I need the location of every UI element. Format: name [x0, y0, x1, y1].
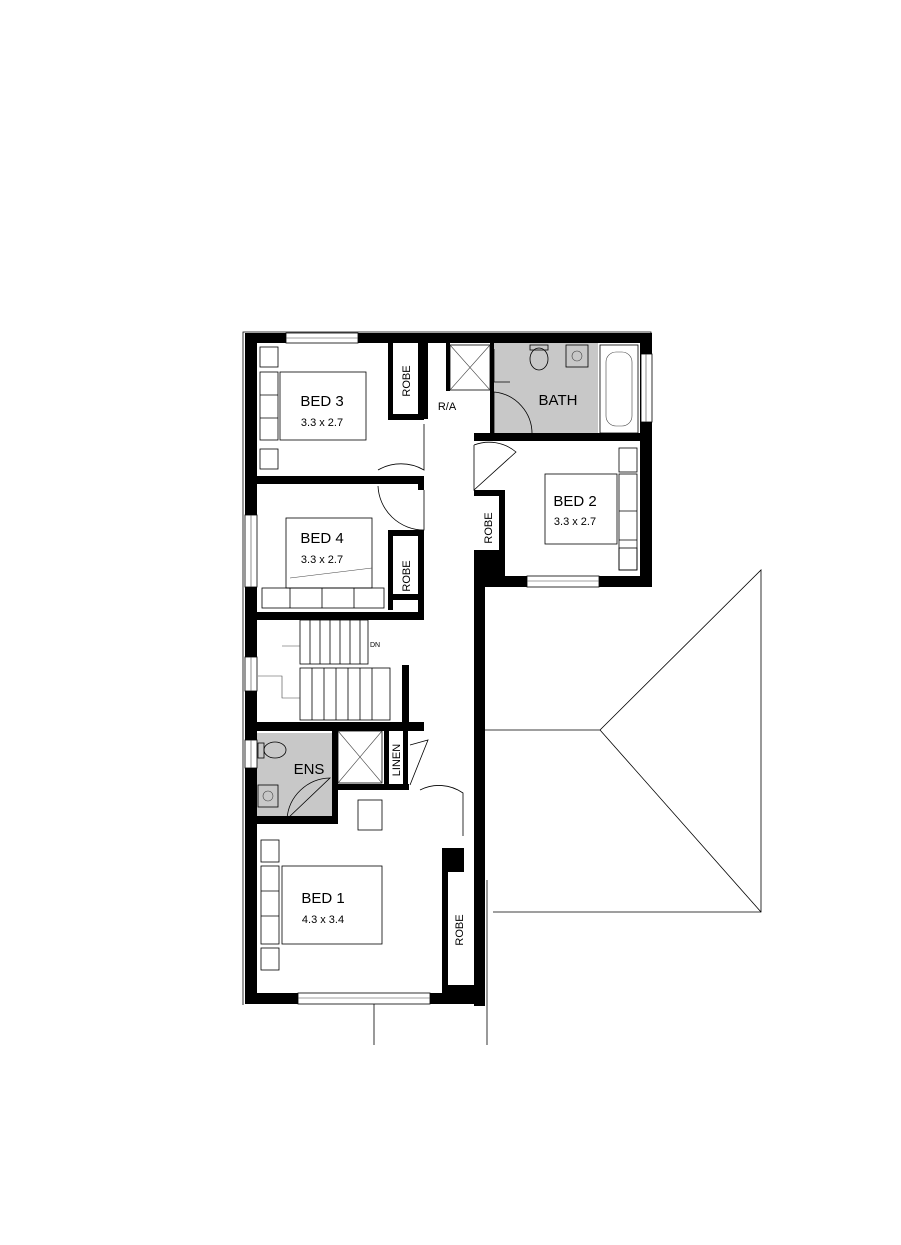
windows	[244, 332, 653, 1005]
bed-1-robe-label: ROBE	[454, 914, 466, 945]
bed-2-name: BED 2	[553, 493, 596, 510]
ens-floor	[256, 733, 332, 819]
dn-label: DN	[370, 642, 380, 649]
bed-1-furniture	[260, 799, 383, 971]
bed-4-dims: 3.3 x 2.7	[301, 554, 343, 566]
bed-4-name: BED 4	[300, 530, 343, 547]
bed-2-robe-label: ROBE	[483, 512, 495, 543]
bed-4-furniture	[261, 517, 385, 609]
bed-1-dims: 4.3 x 3.4	[302, 914, 344, 926]
bed-1-name: BED 1	[301, 890, 344, 907]
bed-3-robe-label: ROBE	[401, 365, 413, 396]
bed-2-furniture	[544, 447, 638, 571]
bath-name: BATH	[539, 392, 578, 409]
ens-fixtures	[257, 730, 383, 808]
bed-3-name: BED 3	[300, 393, 343, 410]
staircase	[258, 619, 391, 721]
bed-3-furniture	[259, 346, 367, 470]
doors	[286, 349, 533, 836]
bath-fixtures	[449, 344, 639, 434]
ens-name: ENS	[294, 761, 325, 778]
bath-floor	[494, 343, 598, 435]
ground-lines	[373, 880, 488, 1045]
bed-2-dims: 3.3 x 2.7	[554, 516, 596, 528]
linen-label: LINEN	[391, 744, 403, 776]
bed-3-dims: 3.3 x 2.7	[301, 417, 343, 429]
ra-label: R/A	[438, 401, 457, 413]
bed-4-robe-label: ROBE	[401, 560, 413, 591]
roof-outline	[483, 569, 762, 913]
